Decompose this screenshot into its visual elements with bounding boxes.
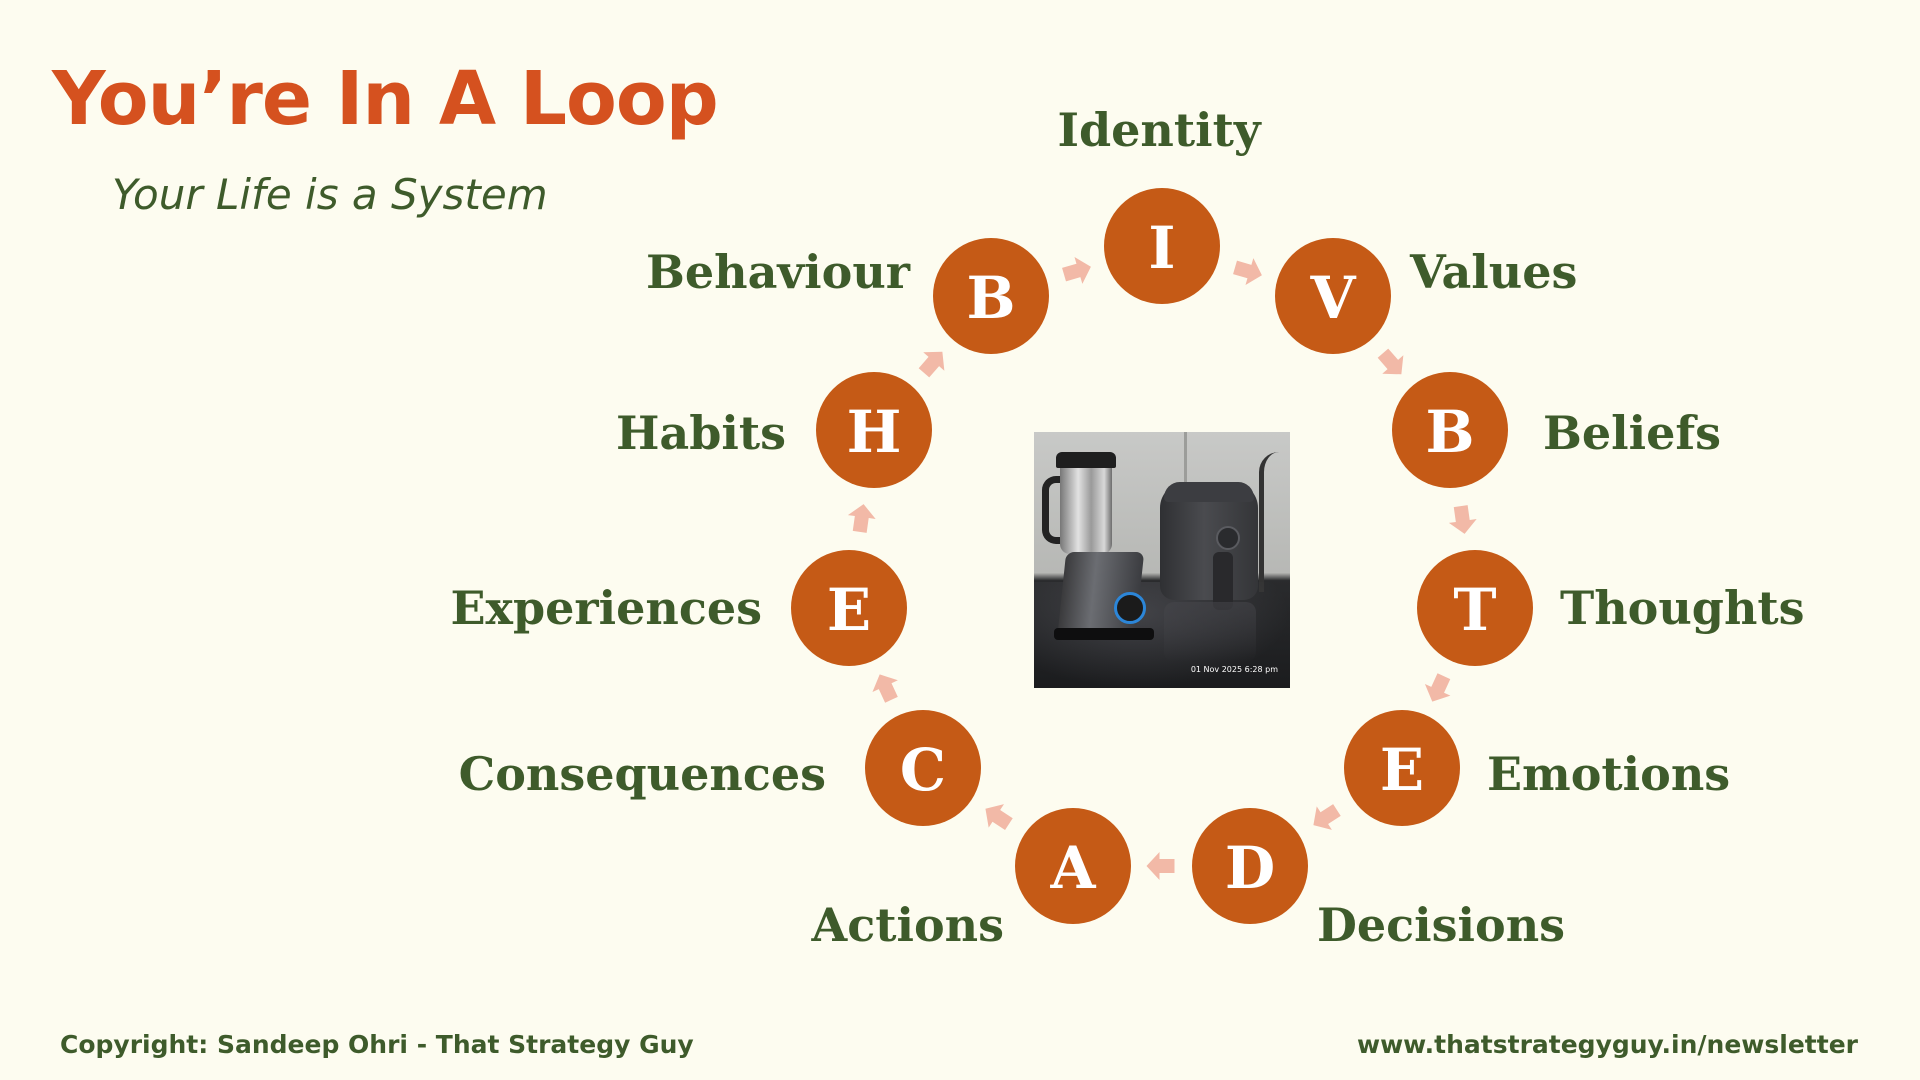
mixer-jar (1060, 462, 1112, 554)
air-fryer-handle (1213, 552, 1233, 610)
newsletter-url: www.thatstrategyguy.in/newsletter (1356, 1030, 1858, 1059)
node-circle (1104, 188, 1220, 304)
node-circle (1417, 550, 1533, 666)
appliances-photo: 01 Nov 2025 6:28 pm (1034, 432, 1290, 688)
loop-node-thoughts: T Thoughts (1417, 550, 1805, 666)
node-circle (1275, 238, 1391, 354)
arrow-layer (847, 257, 1477, 880)
node-label-emotions: Emotions (1487, 747, 1730, 801)
node-letter: T (1453, 576, 1496, 644)
node-label-actions: Actions (811, 898, 1004, 952)
node-label-values: Values (1409, 245, 1577, 299)
node-label-behaviour: Behaviour (646, 245, 911, 299)
loop-arrow-9 (847, 504, 876, 533)
loop-node-emotions: E Emotions (1344, 710, 1730, 826)
loop-arrow-1 (1233, 258, 1262, 285)
loop-arrow-11 (1062, 257, 1091, 284)
node-letter: I (1148, 214, 1175, 282)
loop-node-experiences: E Experiences (450, 550, 907, 666)
air-fryer-reflection (1164, 602, 1256, 662)
node-label-habits: Habits (616, 406, 786, 460)
mixer-foot (1054, 628, 1154, 640)
loop-arrow-5 (1313, 804, 1341, 830)
loop-arrow-6 (1146, 852, 1175, 880)
photo-timestamp: 01 Nov 2025 6:28 pm (1190, 665, 1278, 674)
mixer-lid (1056, 452, 1116, 468)
copyright-text: Copyright: Sandeep Ohri - That Strategy … (60, 1030, 694, 1059)
air-fryer-dial (1216, 526, 1240, 550)
mixer-knob (1114, 592, 1146, 624)
node-circle (1192, 808, 1308, 924)
node-letter: V (1309, 264, 1356, 332)
loop-node-identity: I Identity (1057, 103, 1262, 304)
node-letter: E (827, 576, 871, 644)
node-letter: B (966, 264, 1015, 332)
node-label-experiences: Experiences (450, 581, 762, 635)
node-letter: C (900, 736, 946, 804)
node-letter: E (1380, 736, 1424, 804)
loop-node-consequences: C Consequences (459, 710, 981, 826)
loop-arrow-8 (872, 674, 898, 703)
page-title: You’re In A Loop (52, 56, 719, 142)
mixer-handle (1042, 476, 1071, 544)
node-letter: A (1049, 834, 1096, 902)
node-label-decisions: Decisions (1317, 898, 1565, 952)
node-letter: H (847, 398, 902, 466)
node-label-thoughts: Thoughts (1560, 581, 1805, 635)
node-label-consequences: Consequences (459, 747, 826, 801)
air-fryer-top (1164, 482, 1254, 502)
node-circle (816, 372, 932, 488)
loop-node-values: V Values (1275, 238, 1577, 354)
node-circle (1344, 710, 1460, 826)
loop-node-beliefs: B Beliefs (1392, 372, 1721, 488)
node-letter: D (1225, 834, 1275, 902)
node-circle (1015, 808, 1131, 924)
page-subtitle: Your Life is a System (112, 170, 548, 219)
loop-node-actions: A Actions (811, 808, 1131, 952)
node-label-beliefs: Beliefs (1543, 406, 1721, 460)
loop-arrow-10 (918, 351, 945, 378)
node-circle (791, 550, 907, 666)
node-circle (933, 238, 1049, 354)
loop-arrow-2 (1377, 348, 1404, 375)
loop-node-behaviour: B Behaviour (646, 238, 1049, 354)
loop-arrow-3 (1448, 505, 1477, 534)
node-letter: B (1425, 398, 1474, 466)
photo-cable (1259, 452, 1290, 592)
node-label-identity: Identity (1057, 103, 1261, 157)
node-circle (865, 710, 981, 826)
loop-node-habits: H Habits (616, 372, 932, 488)
loop-arrow-4 (1424, 673, 1451, 702)
node-circle (1392, 372, 1508, 488)
loop-arrow-7 (985, 804, 1013, 830)
loop-node-decisions: D Decisions (1192, 808, 1565, 952)
